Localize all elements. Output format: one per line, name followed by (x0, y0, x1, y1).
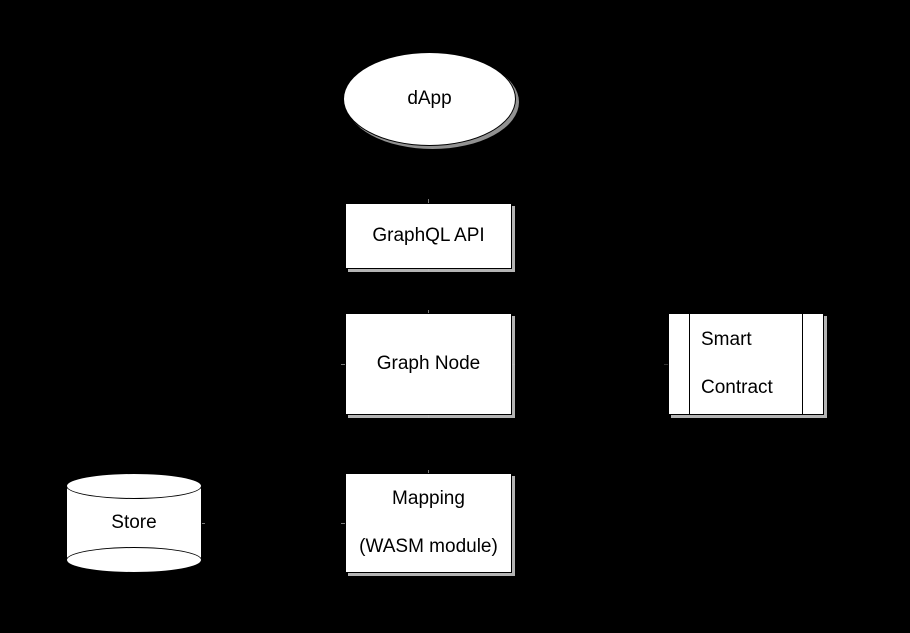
edge-graph-node-to-store-h (134, 364, 345, 365)
node-smart-contract-label: Smart Contract (701, 305, 773, 424)
node-smart-contract-label-line-2: Contract (701, 376, 773, 398)
edge-graph-node-to-store-v (134, 364, 135, 473)
node-mapping[interactable]: Mapping (WASM module) (345, 473, 512, 573)
store-cylinder-bottom (66, 547, 202, 573)
stub-graph-node-right (509, 364, 515, 365)
node-graphql-api[interactable]: GraphQL API (345, 203, 512, 269)
edge-graphql-to-graph-node (428, 268, 429, 313)
node-store[interactable]: Store (66, 473, 205, 576)
stub-smart-contract-left (664, 364, 671, 365)
node-smart-contract-label-line-1: Smart (701, 329, 752, 351)
stub-graph-node-bottom (428, 412, 429, 418)
edge-graph-node-to-mapping (428, 415, 429, 473)
stub-mapping-left (341, 523, 347, 524)
stub-graph-node-top (428, 310, 429, 315)
node-graphql-api-label: GraphQL API (372, 225, 485, 247)
stub-graphql-top (428, 199, 429, 204)
node-mapping-label: Mapping (WASM module) (359, 464, 498, 583)
node-smart-contract[interactable]: Smart Contract (668, 313, 824, 415)
edge-graph-node-to-smart-contract (512, 364, 668, 365)
node-store-label: Store (111, 512, 157, 533)
node-dapp-label: dApp (407, 88, 452, 110)
stub-graph-node-left (341, 364, 347, 365)
node-graph-node-label: Graph Node (376, 353, 481, 375)
process-right-rule (802, 313, 803, 415)
stub-store-right (199, 523, 205, 524)
edge-dapp-to-graphql (428, 145, 429, 203)
edge-mapping-to-store (202, 523, 345, 524)
stub-mapping-top (428, 470, 429, 475)
node-graph-node[interactable]: Graph Node (345, 313, 512, 415)
process-left-rule (689, 313, 690, 415)
node-mapping-label-line-1: Mapping (392, 488, 465, 510)
node-dapp[interactable]: dApp (343, 52, 516, 146)
store-cylinder-top (66, 473, 202, 499)
node-mapping-label-line-2: (WASM module) (359, 535, 498, 557)
